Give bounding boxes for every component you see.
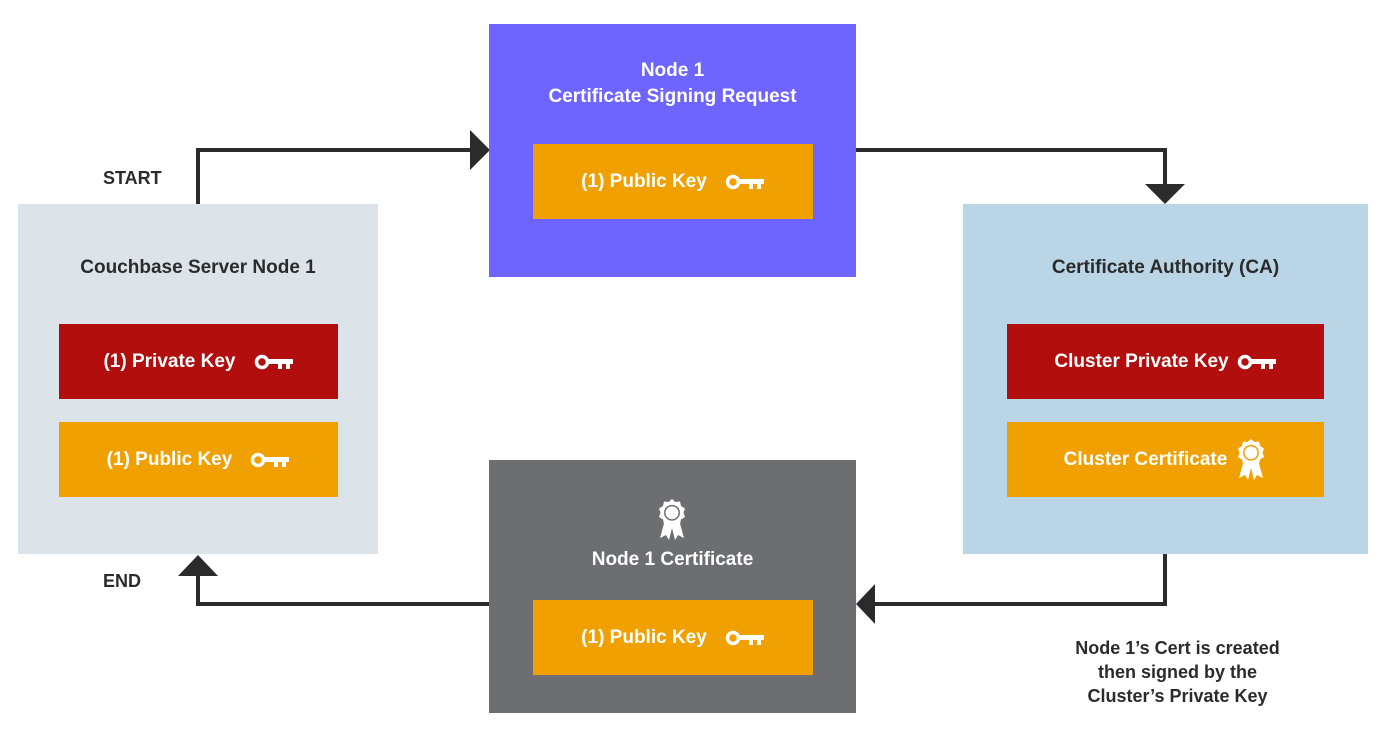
cert-public-key: (1) Public Key bbox=[533, 600, 813, 675]
award-ribbon-icon bbox=[1235, 438, 1267, 482]
couchbase-node-box: Couchbase Server Node 1 (1) Private Key … bbox=[18, 204, 378, 554]
arrow-cert-to-end bbox=[196, 574, 489, 606]
award-ribbon-icon bbox=[656, 498, 688, 542]
node-public-key: (1) Public Key bbox=[59, 422, 338, 497]
csr-title: Node 1 Certificate Signing Request bbox=[548, 60, 797, 107]
arrow-csr-to-ca bbox=[856, 148, 1167, 188]
arrow-ca-to-cert bbox=[875, 554, 1167, 606]
end-label: END bbox=[103, 571, 142, 591]
arrowhead-left bbox=[856, 584, 875, 624]
csr-box: Node 1 Certificate Signing Request (1) P… bbox=[489, 24, 856, 277]
key-icon bbox=[250, 452, 290, 468]
signing-note: Node 1’s Cert is created then signed by … bbox=[1075, 638, 1280, 706]
ca-box: Certificate Authority (CA) Cluster Priva… bbox=[963, 204, 1368, 554]
csr-public-key-label: (1) Public Key bbox=[581, 170, 707, 192]
cert-public-key-label: (1) Public Key bbox=[581, 626, 707, 648]
start-label: START bbox=[103, 168, 162, 188]
ca-certificate: Cluster Certificate bbox=[1007, 422, 1324, 497]
arrowhead-down bbox=[1145, 184, 1185, 204]
ca-private-key-label: Cluster Private Key bbox=[1054, 350, 1229, 372]
node-public-key-label: (1) Public Key bbox=[106, 448, 233, 470]
key-icon bbox=[725, 630, 765, 646]
arrowhead-up bbox=[178, 555, 218, 576]
key-icon bbox=[725, 174, 765, 190]
csr-public-key: (1) Public Key bbox=[533, 144, 813, 219]
ca-certificate-label: Cluster Certificate bbox=[1063, 448, 1228, 470]
ca-title: Certificate Authority (CA) bbox=[1051, 257, 1280, 278]
node-private-key-label: (1) Private Key bbox=[103, 350, 236, 372]
node-title: Couchbase Server Node 1 bbox=[80, 257, 316, 278]
ca-private-key: Cluster Private Key bbox=[1007, 324, 1324, 399]
key-icon bbox=[1237, 354, 1277, 370]
node-certificate-title: Node 1 Certificate bbox=[591, 549, 754, 570]
arrow-start-to-csr bbox=[196, 148, 470, 204]
arrowhead-right bbox=[470, 130, 490, 170]
node-certificate-box: Node 1 Certificate (1) Public Key bbox=[489, 460, 856, 713]
node-private-key: (1) Private Key bbox=[59, 324, 338, 399]
key-icon bbox=[254, 354, 294, 370]
